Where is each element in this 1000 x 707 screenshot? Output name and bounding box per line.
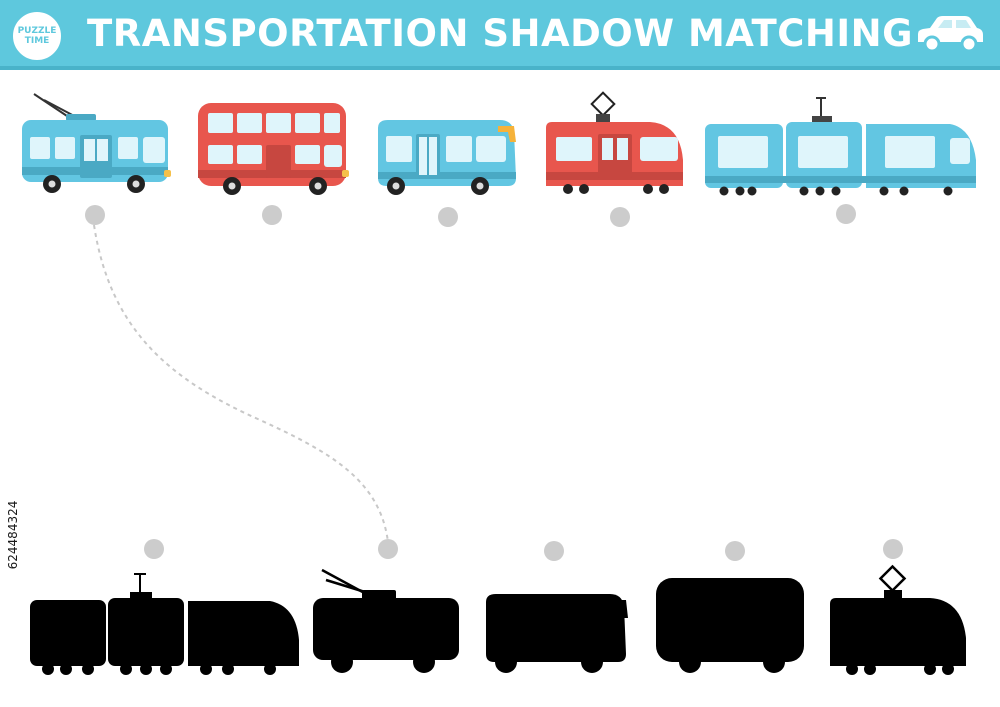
bus-icon[interactable] <box>378 120 516 195</box>
match-dot-bottom-4[interactable] <box>725 541 745 561</box>
bus-shadow-icon[interactable] <box>486 594 628 673</box>
trolleybus-shadow-icon[interactable] <box>313 568 459 673</box>
puzzle-area <box>22 91 976 675</box>
train-icon[interactable] <box>705 97 976 196</box>
match-dot-top-1[interactable] <box>85 205 105 225</box>
match-dot-bottom-1[interactable] <box>144 539 164 559</box>
side-id-label: 624484324 <box>6 500 20 570</box>
match-dot-top-3[interactable] <box>438 207 458 227</box>
page-title: TRANSPORTATION SHADOW MATCHING <box>87 12 913 55</box>
match-dot-top-5[interactable] <box>836 204 856 224</box>
train-shadow-icon[interactable] <box>30 573 299 675</box>
trolleybus-icon[interactable] <box>22 93 171 193</box>
match-dot-top-4[interactable] <box>610 207 630 227</box>
car-icon <box>918 16 983 53</box>
example-match-line <box>93 224 389 543</box>
match-dot-bottom-5[interactable] <box>883 539 903 559</box>
double-decker-bus-icon[interactable] <box>198 103 349 195</box>
match-dot-bottom-2[interactable] <box>378 539 398 559</box>
logo-text-puzzle: PUZZLE <box>17 26 57 36</box>
tram-icon[interactable] <box>546 91 683 194</box>
puzzle-time-logo: PUZZLE TIME <box>10 9 64 63</box>
tram-shadow-icon[interactable] <box>830 564 966 675</box>
double-decker-shadow-icon[interactable] <box>656 578 804 673</box>
match-dot-bottom-3[interactable] <box>544 541 564 561</box>
header-bar: PUZZLE TIME TRANSPORTATION SHADOW MATCHI… <box>0 0 1000 70</box>
logo-text-time: TIME <box>24 36 50 46</box>
side-id-text: 624484324 <box>2 465 24 605</box>
match-dot-top-2[interactable] <box>262 205 282 225</box>
